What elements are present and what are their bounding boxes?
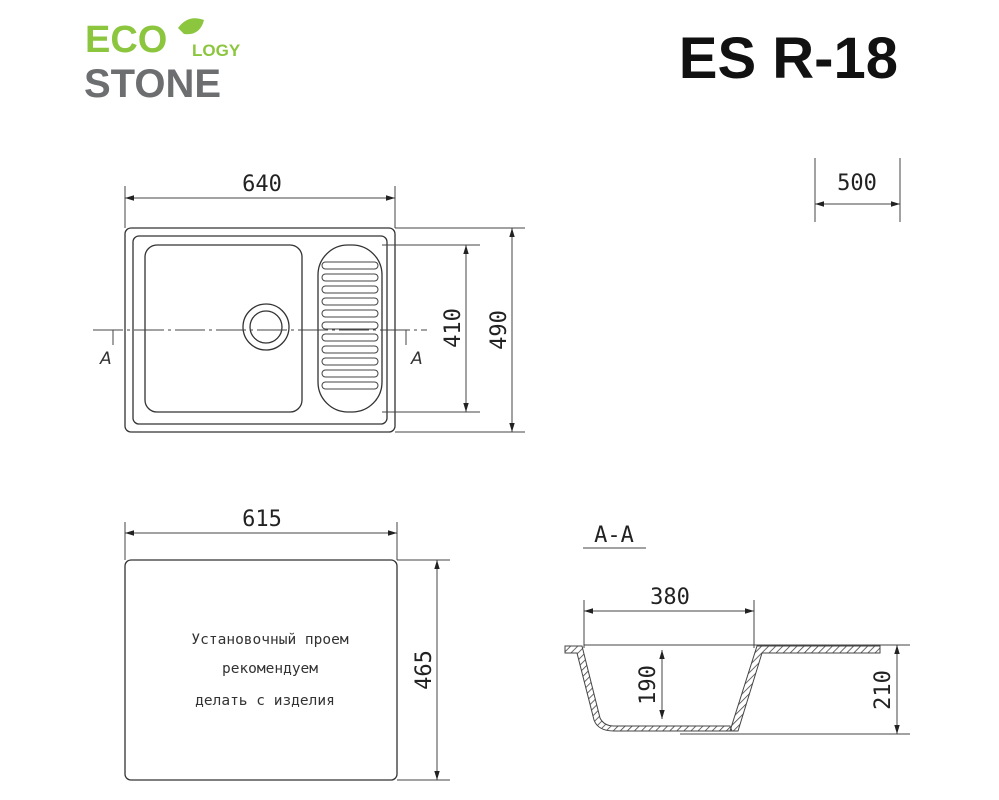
section-total-depth-label: 210 bbox=[871, 670, 896, 710]
cutout-note-line-3: делать с изделия bbox=[195, 693, 335, 709]
section-mark-left: A bbox=[99, 349, 112, 369]
bowl bbox=[144, 244, 303, 413]
section-bowl-depth-label: 190 bbox=[636, 665, 661, 705]
section-width-label: 380 bbox=[650, 585, 690, 610]
logo-stone: STONE bbox=[84, 62, 221, 106]
cutout-note-line-2: рекомендуем bbox=[222, 661, 318, 677]
depth-label: 490 bbox=[487, 310, 512, 350]
drain-icon bbox=[242, 303, 290, 351]
logo-eco: ECO bbox=[85, 19, 167, 61]
ecology-stone-logo: ECO LOGY STONE bbox=[84, 18, 241, 106]
section-mark-right: A bbox=[410, 349, 423, 369]
section-view: A-A 380 190 210 bbox=[564, 523, 910, 735]
width-label: 640 bbox=[242, 172, 282, 197]
thickness-label: 500 bbox=[837, 171, 877, 196]
leaf-icon bbox=[178, 18, 204, 35]
model-title: ES R-18 bbox=[679, 26, 898, 91]
drainboard-ribs bbox=[321, 261, 379, 390]
cutout-width-label: 615 bbox=[242, 507, 282, 532]
bowl-depth-label: 410 bbox=[441, 308, 466, 348]
logo-logy: LOGY bbox=[192, 41, 241, 60]
top-view: A A 640 410 490 bbox=[93, 172, 525, 433]
cutout-note-line-1: Установочный проем bbox=[191, 632, 348, 648]
cutout-view: 615 465 Установочный проем рекомендуем д… bbox=[124, 507, 450, 781]
drainboard bbox=[317, 244, 383, 413]
thickness-dimension: 500 bbox=[814, 158, 901, 222]
section-title: A-A bbox=[594, 523, 634, 548]
cutout-depth-label: 465 bbox=[412, 650, 437, 690]
